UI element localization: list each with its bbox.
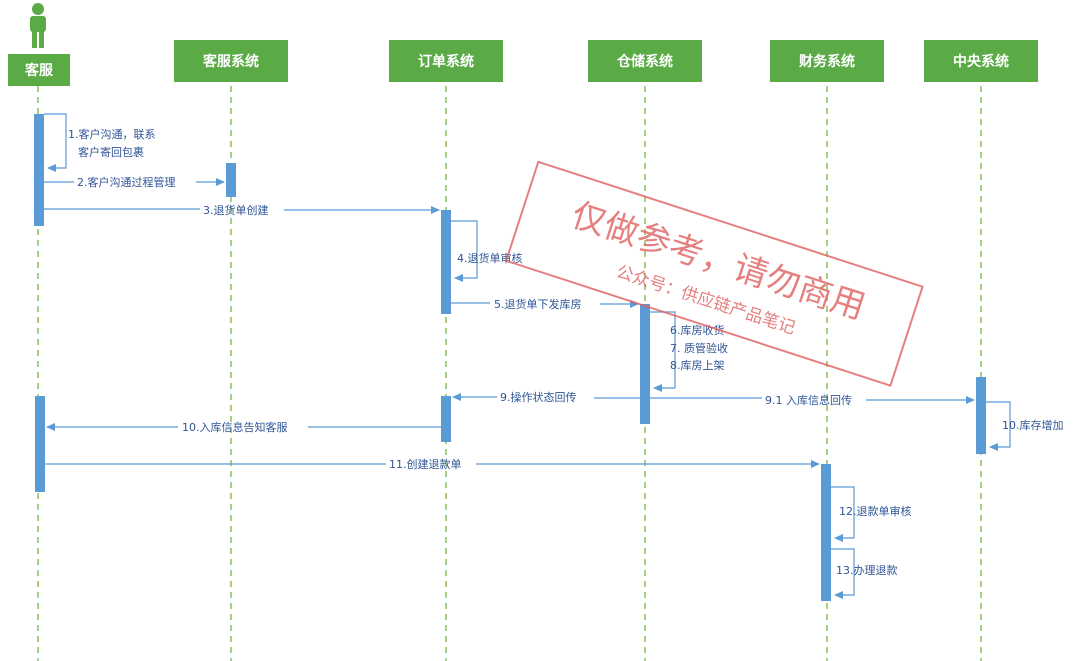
activation-kefu-2	[35, 396, 45, 492]
header-kefu-label: 客服	[24, 62, 54, 79]
label-m10: 10.入库信息告知客服	[182, 420, 288, 434]
activation-order-2	[441, 396, 451, 442]
label-m11: 11.创建退款单	[389, 457, 462, 471]
header-kefu-sys: 客服系统	[174, 40, 288, 82]
activation-fin	[821, 464, 831, 601]
arrow-m13	[831, 548, 855, 599]
label-m7: 7. 质管验收	[670, 341, 728, 355]
header-order-sys-label: 订单系统	[418, 53, 474, 70]
label-m13: 13.办理退款	[836, 563, 898, 577]
header-central-sys: 中央系统	[924, 40, 1038, 82]
label-m5: 5.退货单下发库房	[494, 297, 582, 311]
label-m2: 2.客户沟通过程管理	[77, 175, 176, 189]
label-m12: 12.退款单审核	[839, 504, 912, 518]
activation-central	[976, 377, 986, 454]
label-m8: 8.库房上架	[670, 359, 725, 372]
label-m3: 3.退货单创建	[203, 203, 269, 217]
messages	[44, 113, 1011, 599]
activations	[34, 114, 986, 601]
label-m10b: 10.库存增加	[1002, 418, 1064, 432]
message-labels: 1.客户沟通，联系 客户寄回包裹 2.客户沟通过程管理 3.退货单创建 4.退货…	[68, 127, 1064, 577]
arrow-m10b	[986, 401, 1011, 451]
header-wh-sys-label: 仓储系统	[616, 53, 673, 70]
header-fin-sys: 财务系统	[770, 40, 884, 82]
header-kefu-sys-label: 客服系统	[202, 53, 259, 70]
header-wh-sys: 仓储系统	[588, 40, 702, 82]
header-central-sys-label: 中央系统	[953, 53, 1009, 70]
person-icon	[30, 3, 46, 48]
label-m91: 9.1 入库信息回传	[765, 393, 852, 407]
activation-wh	[640, 304, 650, 424]
arrow-m4	[451, 220, 478, 282]
label-m1-line1: 1.客户沟通，联系	[68, 127, 156, 141]
activation-order-1	[441, 210, 451, 314]
activation-kefu-sys	[226, 163, 236, 197]
label-m1-line2: 客户寄回包裹	[78, 145, 144, 159]
header-kefu: 客服	[8, 54, 70, 86]
header-fin-sys-label: 财务系统	[798, 53, 855, 70]
arrow-m1	[44, 113, 67, 172]
label-m9: 9.操作状态回传	[500, 390, 577, 404]
arrow-m12	[831, 486, 855, 542]
activation-kefu-1	[34, 114, 44, 226]
header-order-sys: 订单系统	[389, 40, 503, 82]
